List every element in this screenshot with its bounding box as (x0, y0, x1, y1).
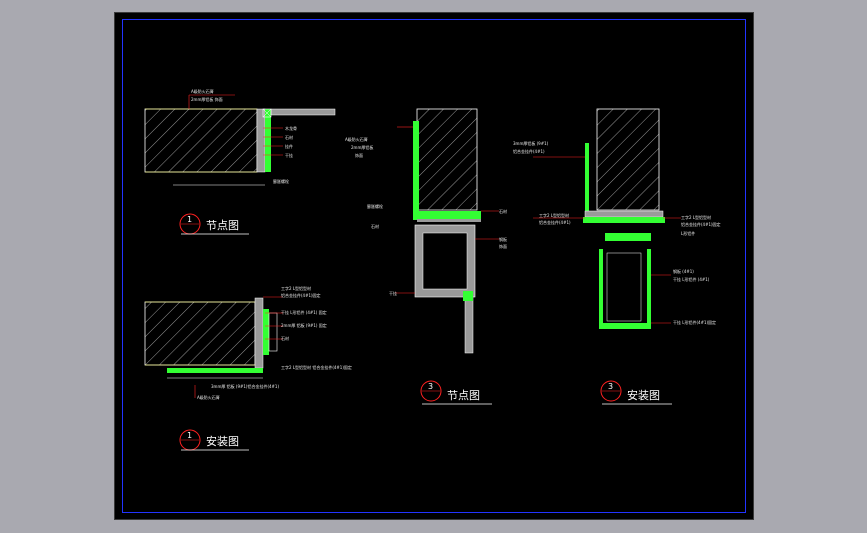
svg-text:石材: 石材 (281, 335, 289, 341)
svg-text:A级防火石膏: A级防火石膏 (345, 136, 368, 142)
detail-1-node: A级防火石膏 2mm厚铝板 饰面 木龙骨 石材 挂件 干挂 膨胀螺栓 (144, 88, 336, 186)
detail-number-circle (420, 380, 442, 402)
svg-text:铝合金挂件(4#1)固定: 铝合金挂件(4#1)固定 (281, 292, 321, 298)
svg-text:石材: 石材 (371, 223, 379, 229)
concrete-column (596, 108, 660, 211)
detail-number: 3 (608, 382, 613, 391)
svg-text:饰面: 饰面 (499, 243, 507, 249)
svg-text:2mm厚铝板: 2mm厚铝板 (351, 144, 373, 150)
svg-text:饰面: 饰面 (355, 152, 363, 158)
svg-text:干挂: 干挂 (389, 290, 397, 296)
svg-text:干挂: 干挂 (285, 152, 293, 158)
drawing-border (122, 19, 746, 513)
svg-text:2mm厚 铝板 (9#1) 固定: 2mm厚 铝板 (9#1) 固定 (281, 322, 327, 328)
svg-text:石材: 石材 (499, 208, 507, 214)
cad-drawing-canvas: A级防火石膏 2mm厚铝板 饰面 木龙骨 石材 挂件 干挂 膨胀螺栓 1 节点图 (144, 88, 721, 451)
detail-1-install: 工字2 L型铝型材 铝合金挂件(4#1)固定 干挂 L形铝件 (4#1) 固定 … (144, 285, 352, 400)
svg-text:挂件: 挂件 (285, 143, 293, 149)
svg-text:A级防火石膏: A级防火石膏 (197, 394, 220, 400)
label-detail-1-node: 1 节点图 (179, 213, 249, 235)
svg-text:2mm厚铝板 饰面: 2mm厚铝板 饰面 (191, 96, 223, 102)
svg-text:钢板: 钢板 (499, 236, 507, 242)
label-detail-1-install: 1 安装图 (179, 429, 249, 451)
detail-3-install: 3mm厚铝板 (9#1) 铝合金挂件(4#1) 工字2 L型铝型材 铝合金挂件(… (513, 108, 721, 329)
svg-text:干挂 L形铝件 (4#1): 干挂 L形铝件 (4#1) (673, 276, 710, 282)
detail-number: 3 (428, 382, 433, 391)
concrete-wall (144, 108, 258, 173)
svg-text:3mm厚铝板 (9#1): 3mm厚铝板 (9#1) (513, 140, 549, 146)
concrete-wall (144, 301, 256, 366)
detail-number-circle (600, 380, 622, 402)
svg-text:A级防火石膏: A级防火石膏 (191, 88, 214, 94)
svg-text:木龙骨: 木龙骨 (285, 125, 297, 131)
svg-text:铝合金挂件(4#1): 铝合金挂件(4#1) (539, 219, 571, 225)
svg-text:工字2 L型铝型材 铝合金挂件(4#1)固定: 工字2 L型铝型材 铝合金挂件(4#1)固定 (281, 364, 352, 370)
detail-title: 节点图 (447, 389, 480, 402)
detail-number: 1 (187, 215, 192, 224)
drawing-sheet: A级防火石膏 2mm厚铝板 饰面 木龙骨 石材 挂件 干挂 膨胀螺栓 1 节点图 (114, 12, 754, 520)
svg-text:铝合金挂件(4#1)固定: 铝合金挂件(4#1)固定 (681, 221, 721, 227)
svg-text:膨胀螺栓: 膨胀螺栓 (367, 203, 383, 209)
detail-title: 安装图 (206, 434, 239, 448)
svg-text:铝合金挂件(4#1): 铝合金挂件(4#1) (513, 148, 545, 154)
label-detail-3-node: 3 节点图 (420, 380, 492, 405)
detail-title: 节点图 (206, 219, 239, 232)
svg-text:膨胀螺栓: 膨胀螺栓 (273, 178, 289, 184)
label-detail-3-install: 3 安装图 (600, 380, 672, 405)
svg-text:钢板 (4#1): 钢板 (4#1) (673, 268, 694, 274)
svg-text:石材: 石材 (285, 134, 293, 140)
svg-text:工字2 L型铝型材: 工字2 L型铝型材 (539, 212, 569, 218)
detail-title: 安装图 (627, 388, 660, 402)
svg-text:3mm厚 铝板 (9#1)铝合金挂件(4#1): 3mm厚 铝板 (9#1)铝合金挂件(4#1) (211, 383, 279, 389)
svg-text:工字2 L型铝型材: 工字2 L型铝型材 (681, 214, 711, 220)
detail-3-node: A级防火石膏 2mm厚铝板 饰面 膨胀螺栓 石材 石材 钢板 饰面 干挂 (345, 108, 507, 354)
svg-text:L形铝件: L形铝件 (681, 230, 695, 236)
svg-text:工字2 L型铝型材: 工字2 L型铝型材 (281, 285, 311, 291)
concrete-column (416, 108, 478, 211)
svg-text:干挂 L形铝件(4#1)固定: 干挂 L形铝件(4#1)固定 (673, 319, 716, 325)
detail-number: 1 (187, 431, 192, 440)
svg-text:干挂 L形铝件 (4#1) 固定: 干挂 L形铝件 (4#1) 固定 (281, 309, 327, 315)
